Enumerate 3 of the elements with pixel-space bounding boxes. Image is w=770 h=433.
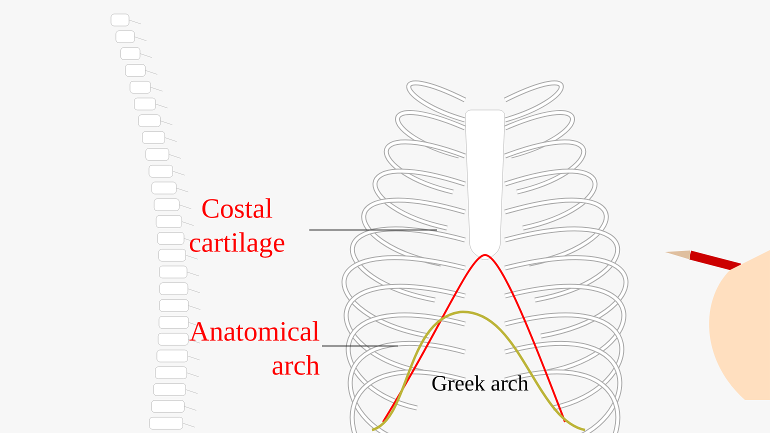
callout-label: Costal cartilage — [190, 198, 284, 258]
callout-label: Anatomical arch — [189, 321, 320, 375]
arch-label: Greek arch — [432, 375, 528, 391]
